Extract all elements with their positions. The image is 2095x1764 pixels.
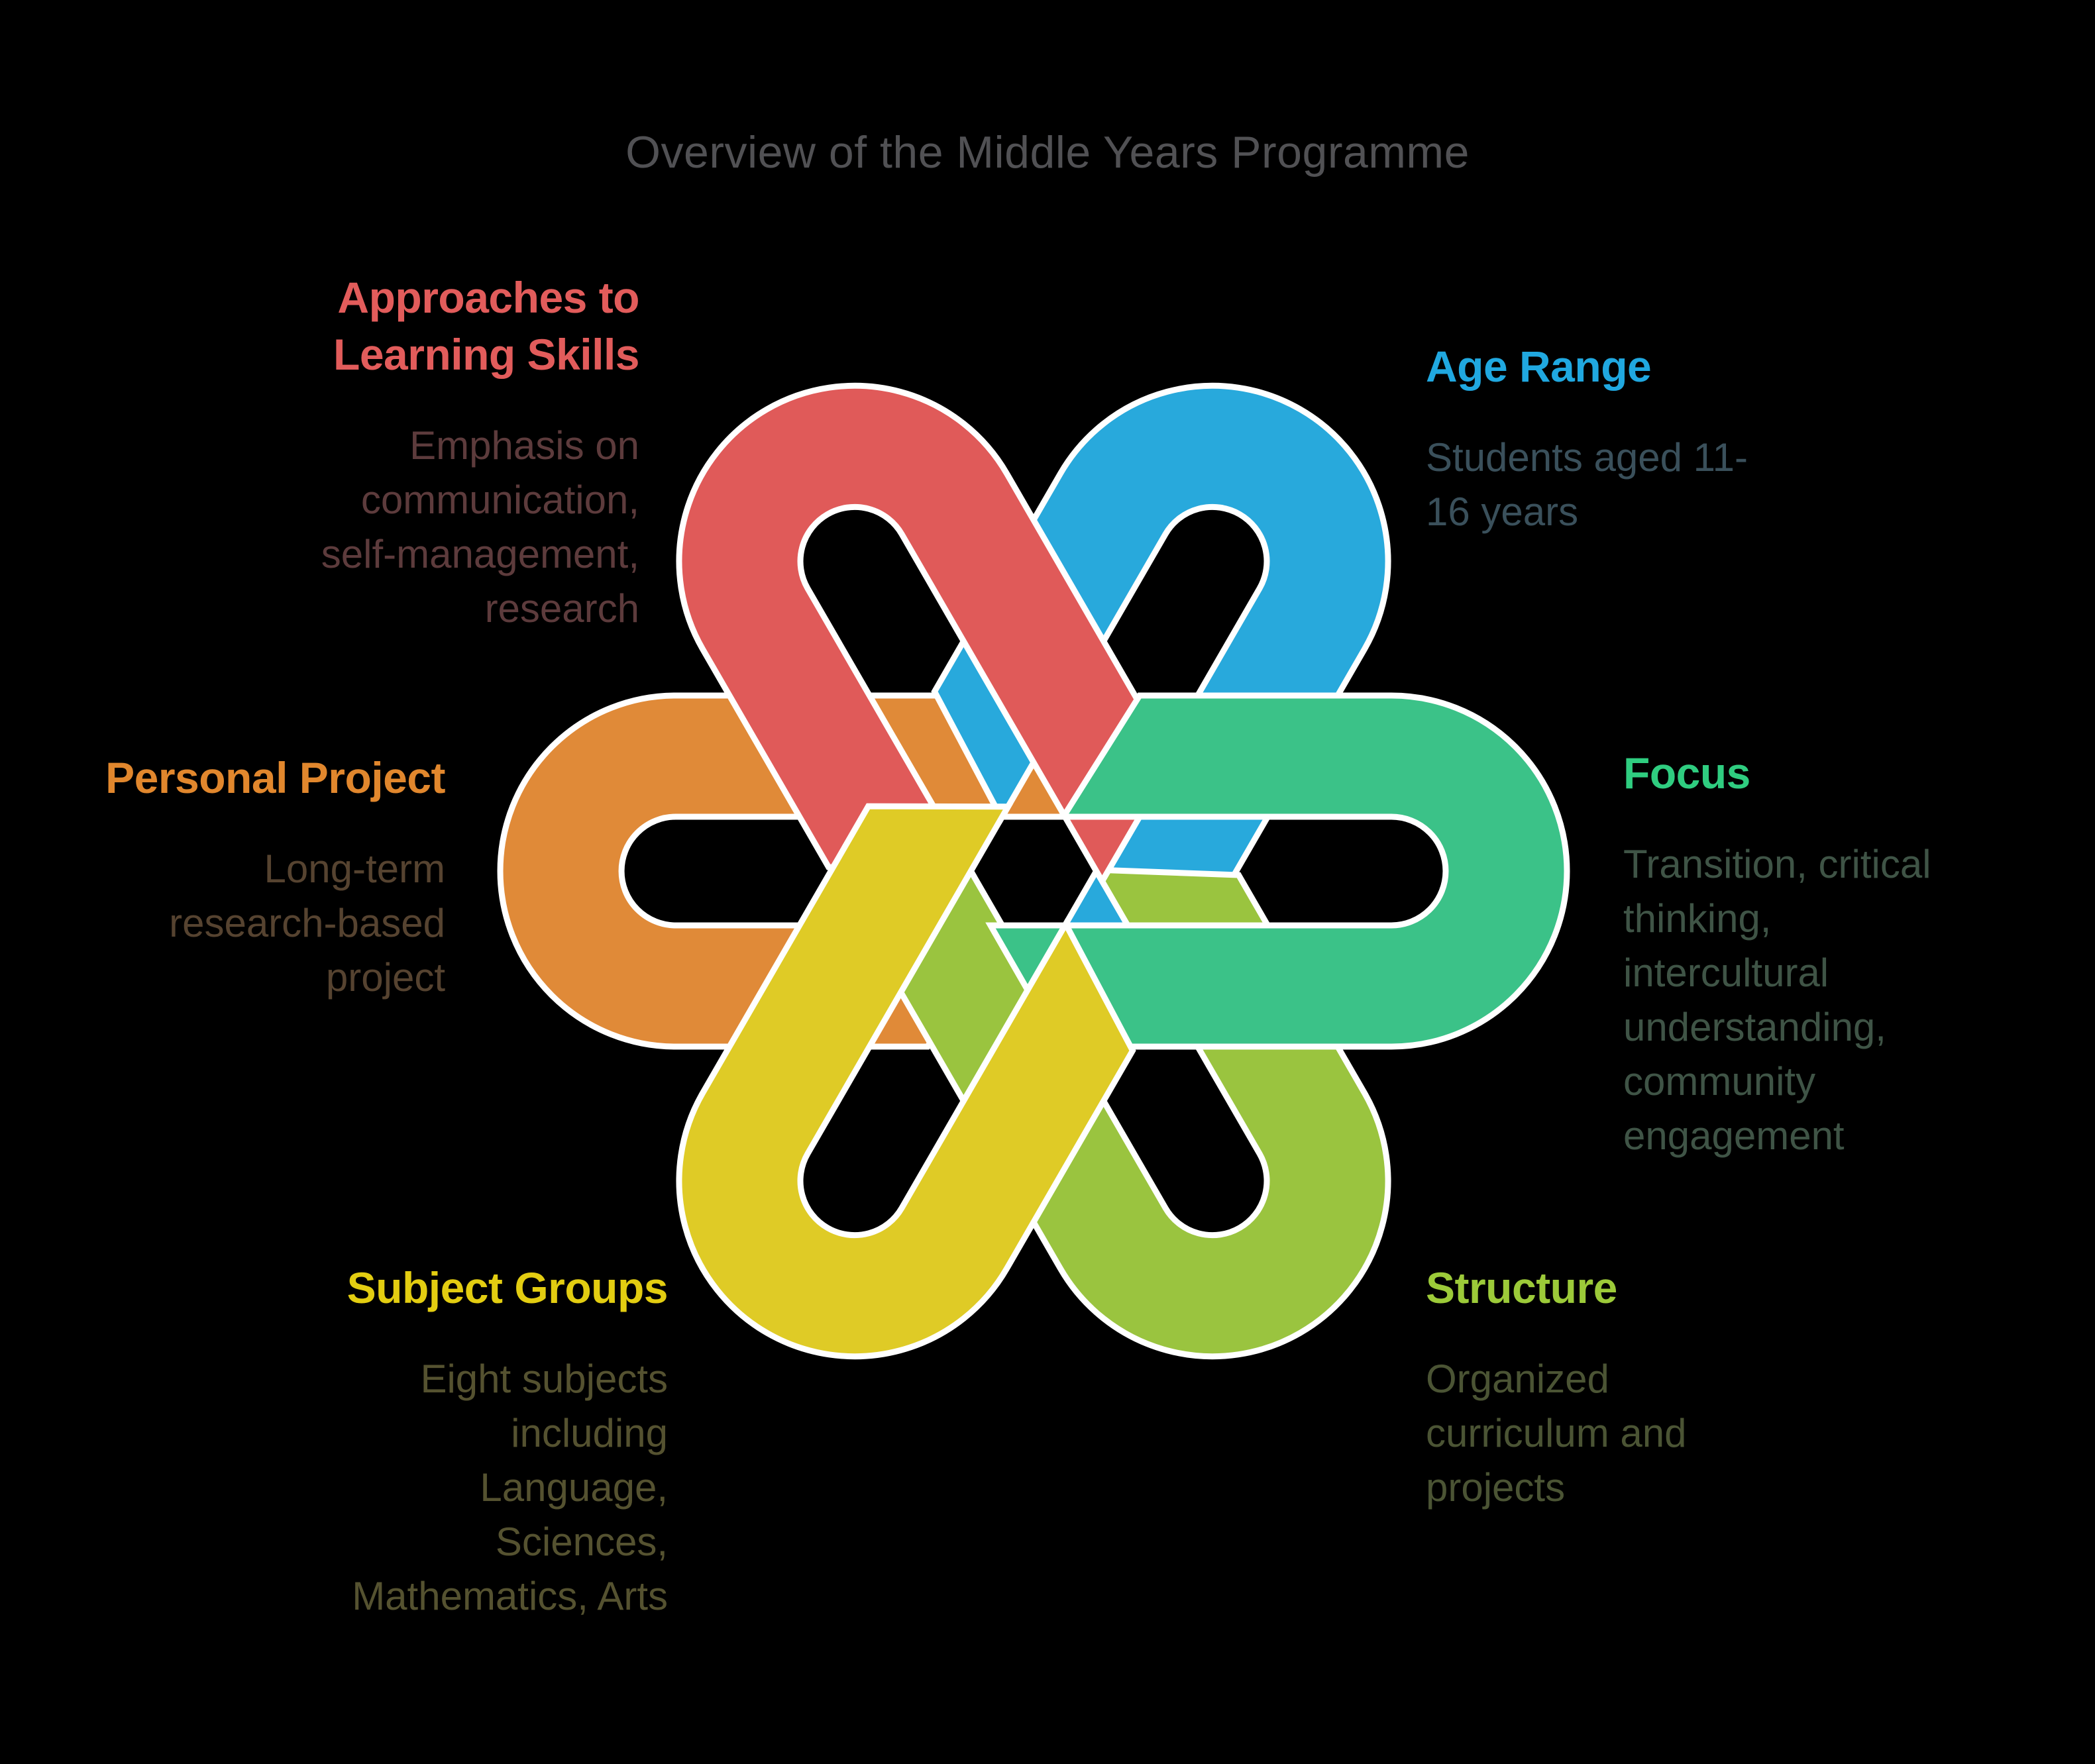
section-body: Transition, critical thinking, intercult… bbox=[1623, 842, 1931, 1158]
section-body: Emphasis on communication, self-manageme… bbox=[321, 423, 639, 631]
section-body: Long-term research-based project bbox=[169, 847, 445, 1000]
section-body: Students aged 11- 16 years bbox=[1426, 435, 1748, 534]
section-heading: Subject Groups bbox=[347, 1263, 669, 1312]
section-body: Eight subjects including Language, Scien… bbox=[352, 1357, 668, 1618]
section-subject-groups: Subject Groups Eight subjects including … bbox=[347, 1259, 669, 1624]
section-heading: Structure bbox=[1426, 1263, 1617, 1312]
section-approaches-to-learning-skills: Approaches to Learning Skills Emphasis o… bbox=[321, 269, 640, 636]
section-heading: Personal Project bbox=[105, 753, 445, 802]
section-heading: Approaches to Learning Skills bbox=[333, 273, 639, 379]
section-structure: Structure Organized curriculum and proje… bbox=[1426, 1259, 1687, 1515]
section-heading: Age Range bbox=[1426, 342, 1652, 391]
page-title: Overview of the Middle Years Programme bbox=[625, 127, 1470, 178]
section-heading: Focus bbox=[1623, 749, 1750, 798]
section-personal-project: Personal Project Long-term research-base… bbox=[105, 749, 445, 1005]
section-focus: Focus Transition, critical thinking, int… bbox=[1623, 745, 1931, 1163]
section-body: Organized curriculum and projects bbox=[1426, 1357, 1687, 1510]
section-age-range: Age Range Students aged 11- 16 years bbox=[1426, 338, 1748, 539]
